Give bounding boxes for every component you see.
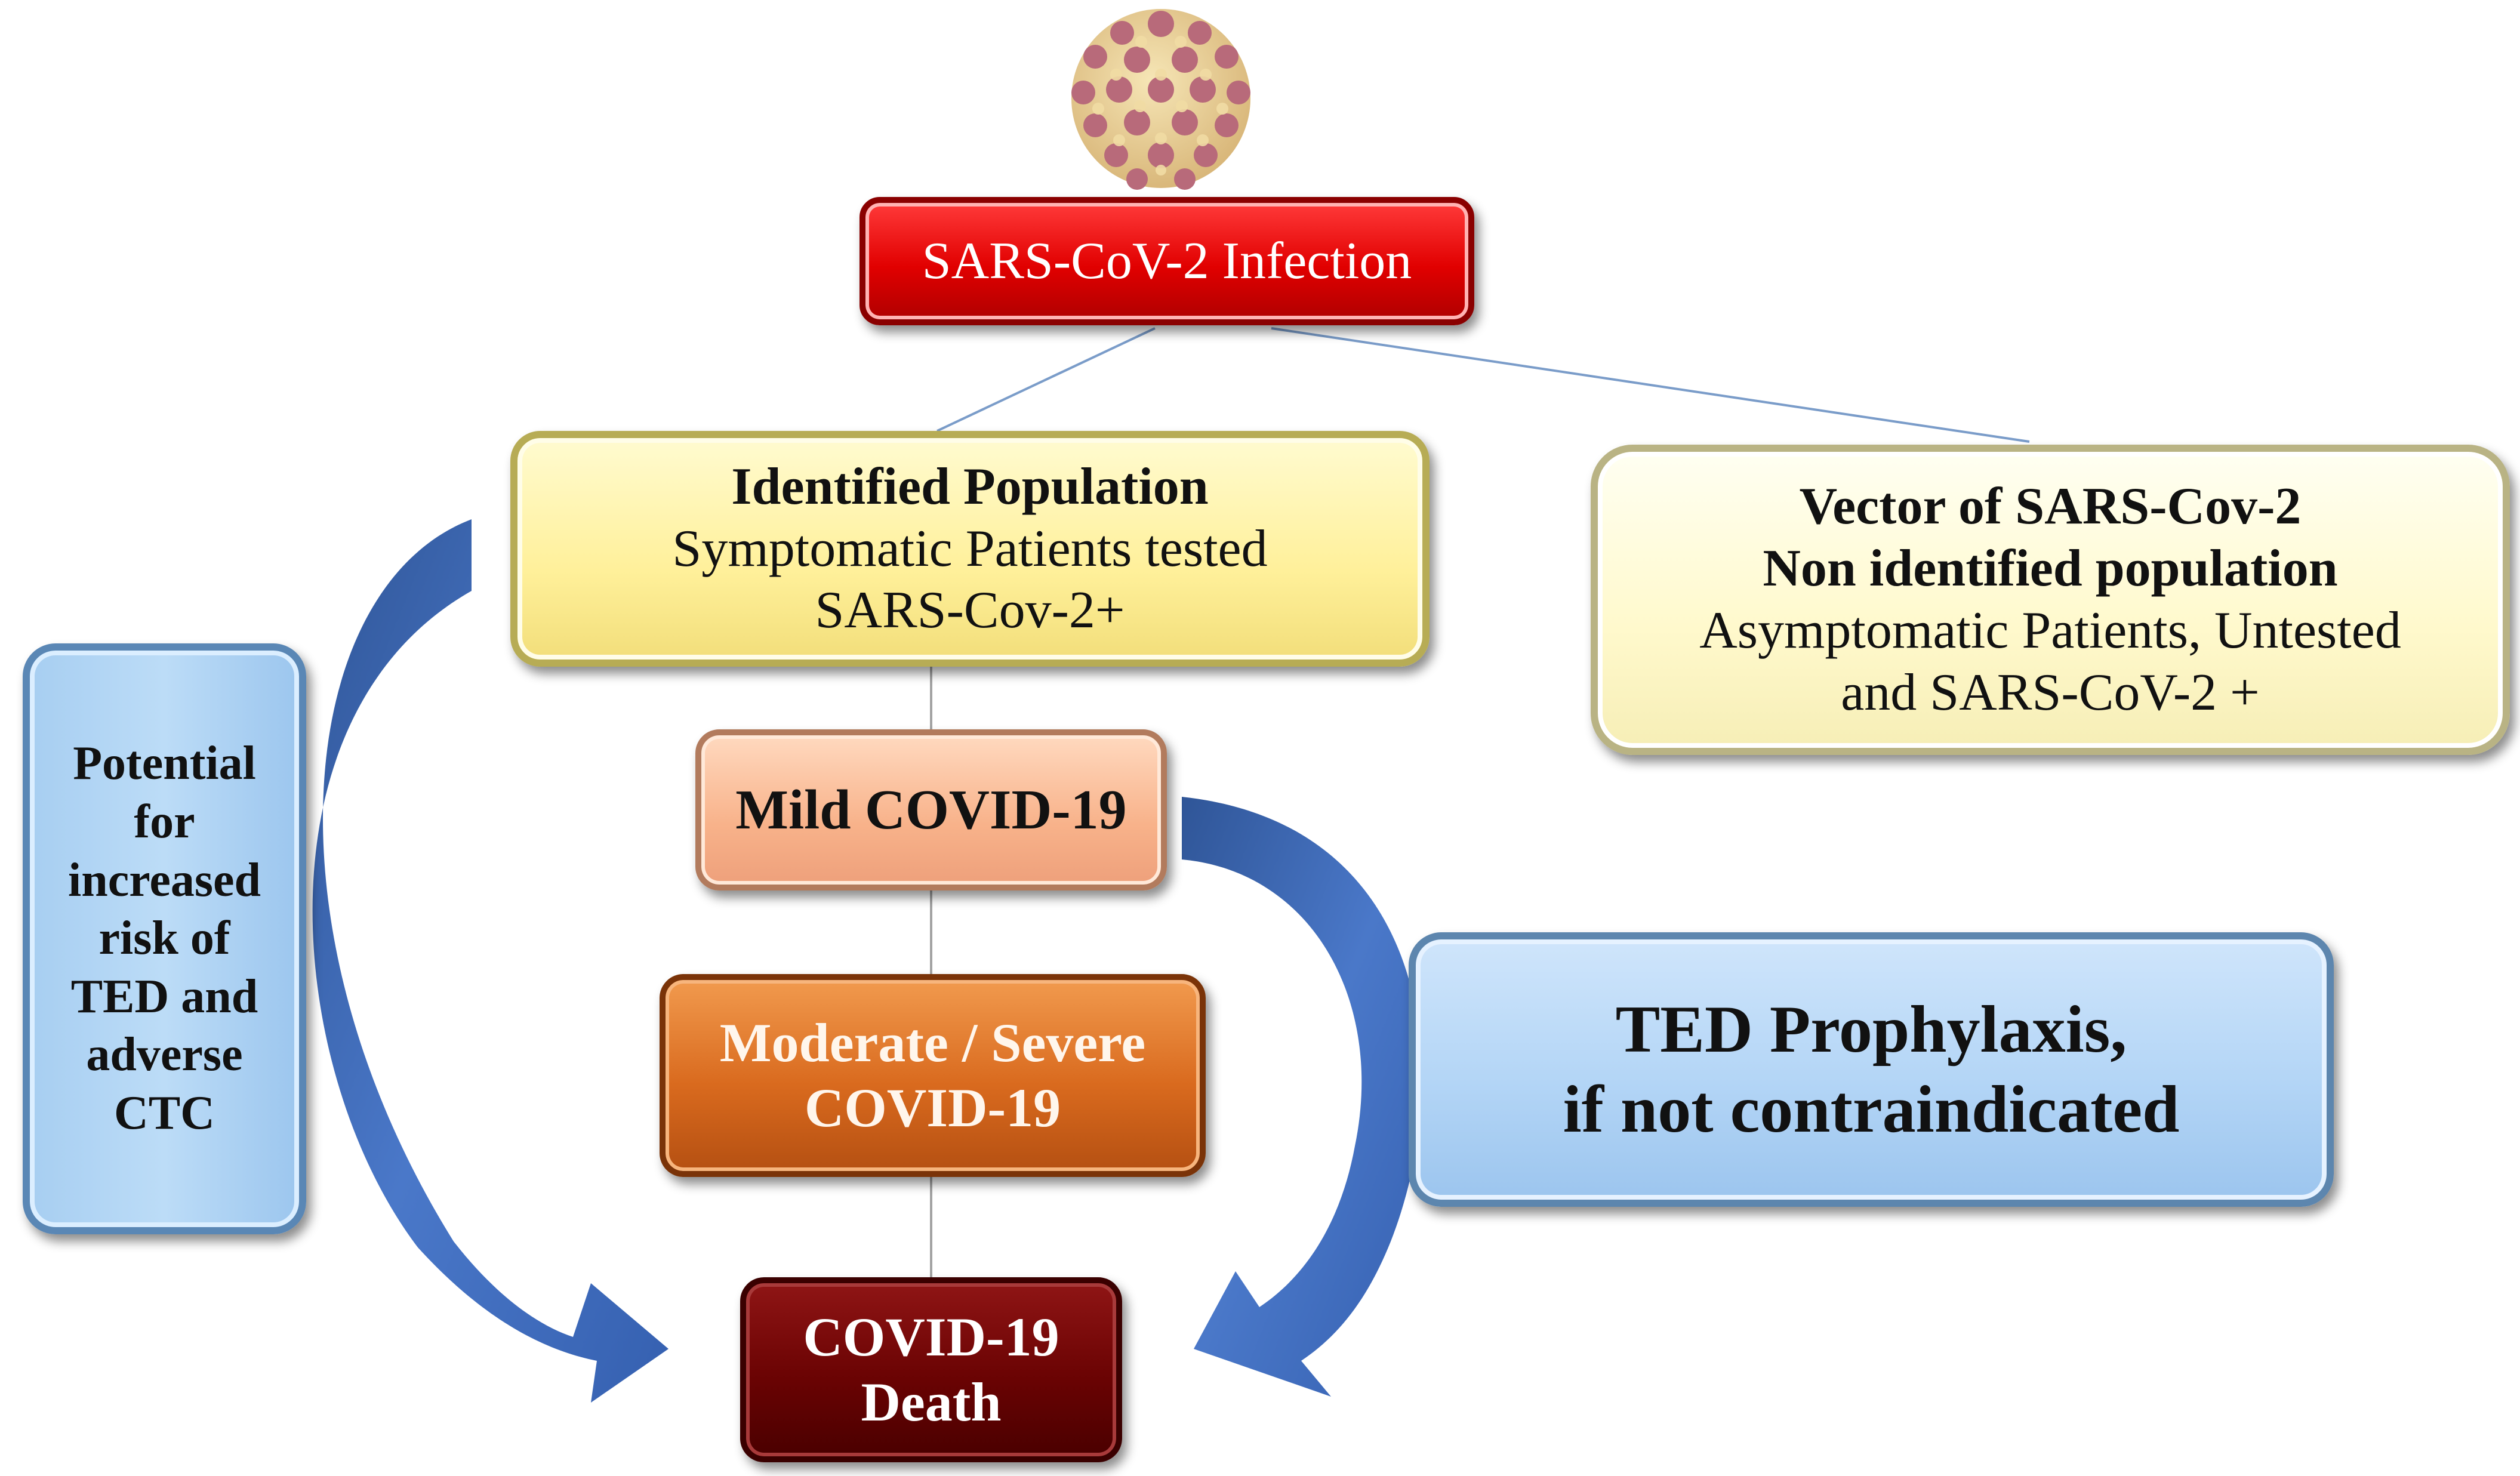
potential-line: for xyxy=(134,796,195,849)
vector-title-2: Non identified population xyxy=(1763,540,2338,598)
mild-covid-box: Mild COVID-19 xyxy=(695,729,1167,890)
prophylaxis-line-2: if not contraindicated xyxy=(1563,1073,2180,1147)
covid-death-box: COVID-19 Death xyxy=(740,1277,1122,1462)
right-curved-arrow xyxy=(1182,797,1422,1397)
mild-label: Mild COVID-19 xyxy=(735,778,1127,841)
infection-box: SARS-CoV-2 Infection xyxy=(859,197,1474,325)
connector-infection-vector xyxy=(1271,327,2030,443)
virus-icon xyxy=(1071,9,1250,190)
vector-line-2: and SARS-CoV-2 + xyxy=(1841,663,2260,722)
potential-line: risk of xyxy=(98,912,230,965)
potential-risk-box: Potential for increased risk of TED and … xyxy=(23,643,306,1234)
connector-infection-identified xyxy=(936,327,1156,432)
potential-line: CTC xyxy=(114,1086,215,1139)
potential-line: increased xyxy=(68,853,261,907)
moderate-severe-box: Moderate / Severe COVID-19 xyxy=(660,974,1206,1177)
identified-title: Identified Population xyxy=(731,457,1209,516)
potential-line: adverse xyxy=(86,1028,243,1081)
identified-line-2: SARS-Cov-2+ xyxy=(815,581,1125,640)
moderate-line-2: COVID-19 xyxy=(804,1077,1061,1138)
death-line-2: Death xyxy=(861,1372,1002,1432)
vector-population-box: Vector of SARS-Cov-2 Non identified popu… xyxy=(1591,445,2510,755)
potential-line: Potential xyxy=(73,737,256,790)
vector-title-1: Vector of SARS-Cov-2 xyxy=(1799,477,2302,536)
vector-line-1: Asymptomatic Patients, Untested xyxy=(1699,602,2401,660)
infection-label: SARS-CoV-2 Infection xyxy=(922,232,1412,290)
death-line-1: COVID-19 xyxy=(803,1306,1059,1368)
identified-line-1: Symptomatic Patients tested xyxy=(672,519,1268,578)
ted-prophylaxis-box: TED Prophylaxis, if not contraindicated xyxy=(1409,932,2334,1207)
left-curved-arrow xyxy=(312,519,668,1403)
potential-line: TED and xyxy=(70,970,258,1023)
moderate-line-1: Moderate / Severe xyxy=(719,1012,1146,1074)
prophylaxis-line-1: TED Prophylaxis, xyxy=(1615,992,2127,1067)
identified-population-box: Identified Population Symptomatic Patien… xyxy=(510,431,1430,667)
